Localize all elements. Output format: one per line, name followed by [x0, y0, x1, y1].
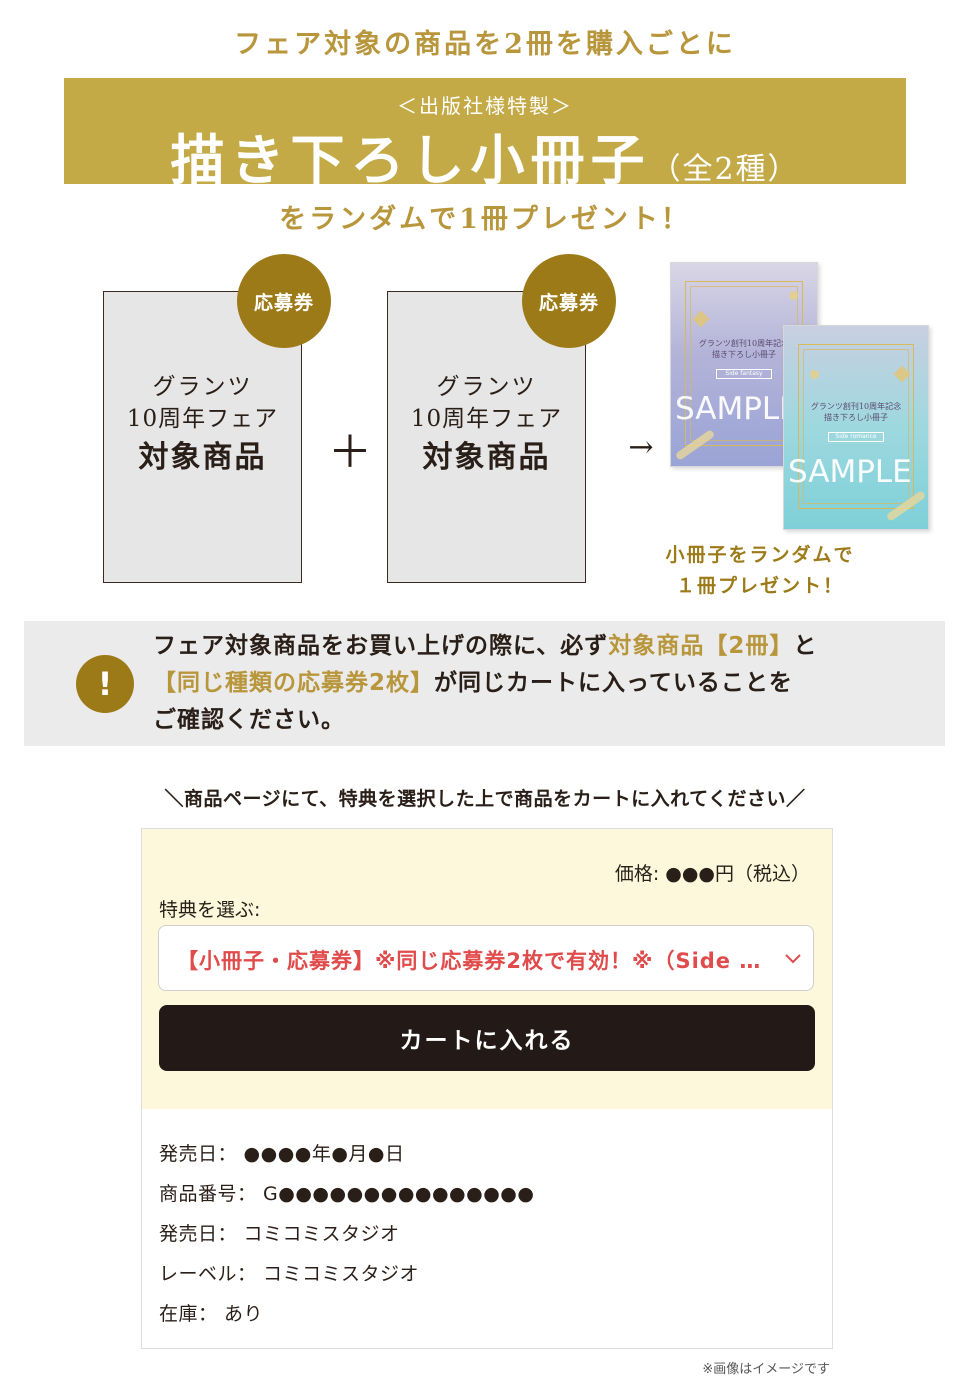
release-date: 発売日： ●●●●年●月●日 [159, 1143, 405, 1165]
exclamation-icon: ! [76, 655, 134, 713]
orb-ornament-icon [810, 370, 819, 379]
bonus-select[interactable]: 【小冊子・応募券】※同じ応募券2枚で有効！※（Side … [158, 925, 814, 991]
booklet-sample-image-2: グランツ創刊10周年記念 描き下ろし小冊子 Side romance SAMPL… [783, 325, 929, 530]
arrow-right-icon: → [628, 430, 654, 465]
booklet-title: グランツ創刊10周年記念 描き下ろし小冊子 [810, 402, 902, 422]
caption-line-1: 小冊子をランダムで [665, 544, 855, 566]
bonus-select-value: 【小冊子・応募券】※同じ応募券2枚で有効！※（Side … [177, 949, 762, 973]
cart-instruction: ＼商品ページにて、特典を選択した上で商品をカートに入れてください／ [164, 788, 806, 810]
notice-box [24, 621, 945, 746]
banner-subtitle: ＜出版社様特製＞ [397, 94, 573, 118]
booklet-side-chip: Side fantasy [716, 369, 772, 379]
frame-decoration [798, 344, 914, 509]
booklet-caption: 小冊子をランダムで １冊プレゼント！ [630, 540, 890, 602]
product-target-label: 対象商品 [138, 440, 267, 475]
sample-watermark: SAMPLE [675, 391, 799, 427]
ticket-badge-2: 応募券 [522, 254, 616, 348]
label-name: レーベル： コミコミスタジオ [159, 1263, 420, 1285]
banner-title-text: 描き下ろし小冊子 [170, 128, 651, 192]
add-to-cart-button[interactable]: カートに入れる [159, 1005, 815, 1071]
product-label: グランツ [436, 374, 537, 400]
booklet-title: グランツ創刊10周年記念 描き下ろし小冊子 [698, 339, 790, 359]
price-label: 価格: ●●●円（税込） [614, 863, 810, 885]
product-target-label: 対象商品 [422, 440, 551, 475]
banner-count: （全2種） [650, 152, 800, 187]
product-fair-label: 10周年フェア [126, 406, 279, 432]
product-number: 商品番号： G●●●●●●●●●●●●●●● [159, 1183, 535, 1205]
purchase-section: 価格: ●●●円（税込） 特典を選ぶ: 【小冊子・応募券】※同じ応募券2枚で有効… [142, 829, 832, 1109]
bonus-select-label: 特典を選ぶ: [159, 899, 261, 921]
publisher: 発売日： コミコミスタジオ [159, 1223, 400, 1245]
product-fair-label: 10周年フェア [410, 406, 563, 432]
stock-status: 在庫： あり [159, 1303, 264, 1325]
booklet-side-chip: Side romance [828, 432, 884, 442]
orb-ornament-icon [789, 291, 798, 300]
caption-line-2: １冊プレゼント！ [675, 575, 844, 597]
notice-highlight-tickets: 【同じ種類の応募券2枚】 [153, 670, 435, 696]
title-banner: ＜出版社様特製＞ 描き下ろし小冊子（全2種） [64, 78, 906, 192]
present-line: をランダムで1冊プレゼント！ [279, 204, 691, 235]
notice-highlight-products: 対象商品【2冊】 [608, 633, 794, 659]
chevron-down-icon [785, 954, 801, 964]
sample-watermark: SAMPLE [788, 454, 912, 490]
notice-text: フェア対象商品をお買い上げの際に、必ず対象商品【2冊】と 【同じ種類の応募券2枚… [153, 633, 818, 733]
plus-icon: ＋ [328, 427, 372, 478]
cart-panel: 価格: ●●●円（税込） 特典を選ぶ: 【小冊子・応募券】※同じ応募券2枚で有効… [141, 828, 833, 1349]
frame-decoration [803, 349, 909, 504]
fair-headline: フェア対象の商品を2冊を購入ごとに [234, 29, 736, 60]
product-label: グランツ [152, 374, 253, 400]
banner-title: 描き下ろし小冊子（全2種） [64, 116, 906, 195]
ticket-badge-1: 応募券 [237, 254, 331, 348]
image-footnote: ※画像はイメージです [702, 1362, 830, 1377]
